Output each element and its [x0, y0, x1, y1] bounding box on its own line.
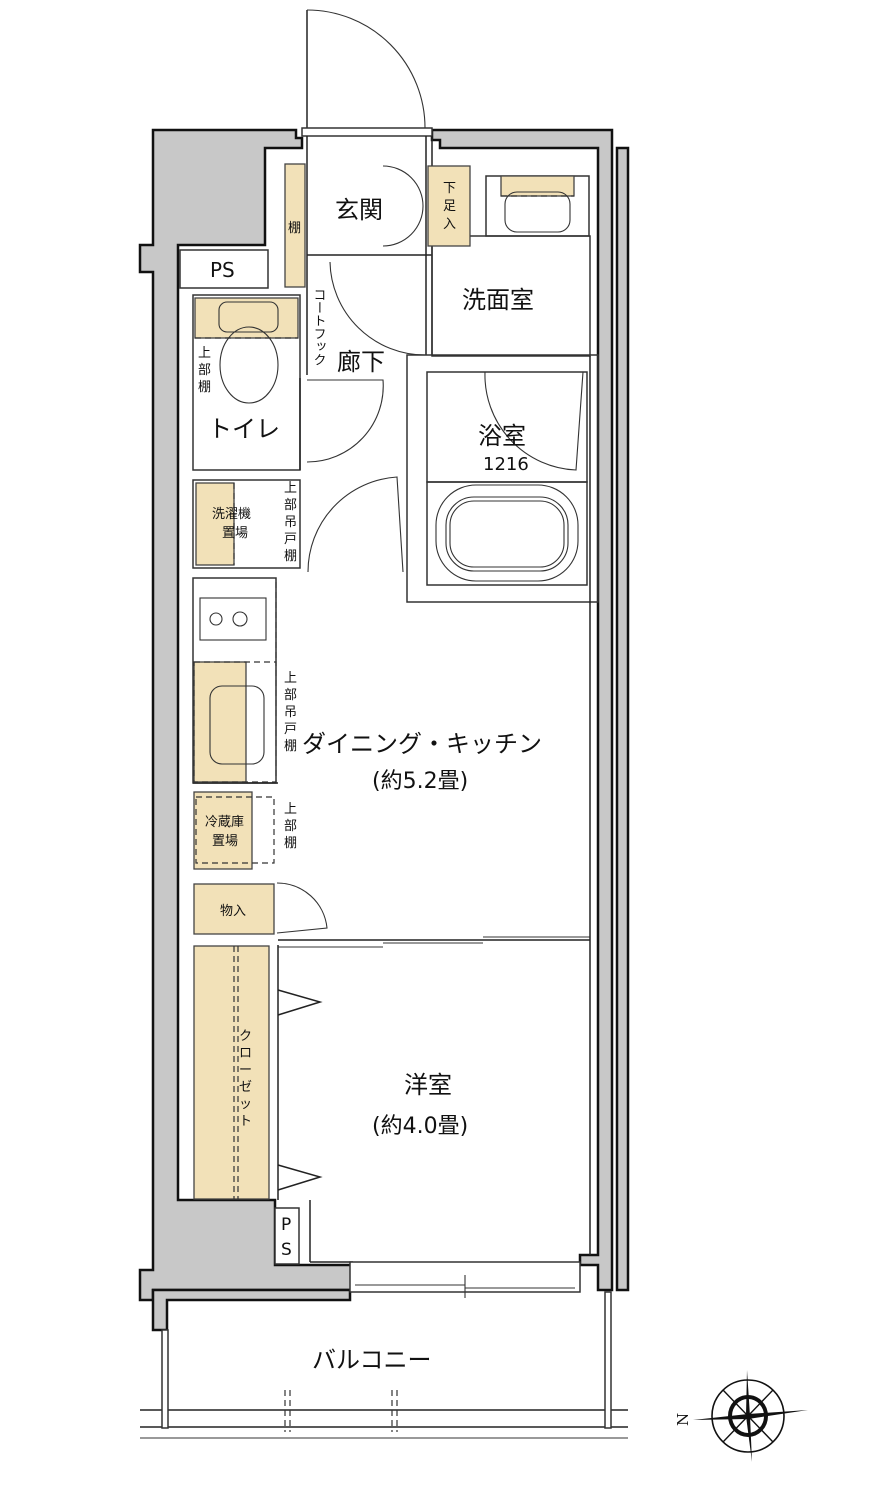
svg-text:ク: ク — [239, 1029, 252, 1044]
label-bath-size: 1216 — [483, 454, 529, 475]
ps-top-box — [179, 249, 269, 289]
label-storage: 物入 — [220, 904, 246, 919]
label-washer-shelf: 上 部 吊 戸 棚 — [284, 481, 297, 564]
balcony-window[interactable] — [349, 1261, 581, 1298]
label-toilet-shelf-1: 上 — [198, 346, 211, 361]
label-tana: 棚 — [288, 221, 301, 236]
svg-text:棚: 棚 — [284, 836, 297, 851]
balcony — [140, 1291, 628, 1439]
svg-text:戸: 戸 — [284, 532, 297, 547]
label-getabako-2: 足 — [443, 199, 456, 214]
svg-text:吊: 吊 — [284, 515, 297, 530]
label-senmenshitsu: 洗面室 — [462, 286, 534, 314]
label-fridge-1: 冷蔵庫 — [205, 815, 244, 830]
label-closet: ク ロ ー ゼ ッ ト — [239, 1029, 252, 1129]
label-toilet-shelf-2: 部 — [198, 363, 211, 378]
svg-text:ー: ー — [239, 1063, 252, 1078]
label-ps-bottom-p: P — [281, 1215, 291, 1235]
compass-icon: N — [674, 1370, 808, 1462]
label-fridge-shelf: 上 部 棚 — [284, 802, 297, 851]
label-getabako-3: 入 — [443, 217, 456, 232]
svg-text:棚: 棚 — [284, 739, 297, 754]
storage-fixtures — [193, 163, 575, 1200]
front-door[interactable] — [301, 9, 433, 137]
label-getabako-1: 下 — [443, 181, 456, 196]
label-coat-hook: コートフック — [311, 288, 326, 366]
interior-doors[interactable] — [276, 165, 584, 934]
svg-text:棚: 棚 — [284, 549, 297, 564]
svg-text:部: 部 — [284, 498, 297, 513]
label-dk-size: (約5.2畳) — [372, 769, 468, 794]
dashed-overhead-marks — [193, 195, 574, 1199]
svg-text:上: 上 — [284, 802, 297, 817]
label-fridge-2: 置場 — [212, 834, 238, 849]
svg-text:N: N — [674, 1413, 692, 1426]
label-washer-2: 置場 — [222, 526, 248, 541]
closet-doors[interactable] — [277, 989, 323, 1191]
label-yokushitsu: 浴室 — [478, 422, 526, 450]
svg-text:ゼ: ゼ — [239, 1080, 252, 1095]
label-ps-bottom-s: S — [281, 1240, 292, 1260]
label-washer-1: 洗濯機 — [212, 507, 251, 522]
svg-text:吊: 吊 — [284, 705, 297, 720]
label-rouka: 廊下 — [337, 348, 385, 376]
svg-text:上: 上 — [284, 671, 297, 686]
label-genkan: 玄関 — [335, 196, 383, 224]
svg-text:ッ: ッ — [239, 1097, 252, 1112]
svg-text:ト: ト — [239, 1114, 252, 1129]
appliances — [199, 191, 579, 765]
svg-text:上: 上 — [284, 481, 297, 496]
label-dk: ダイニング・キッチン — [302, 730, 542, 758]
label-yoshitsu-size: (約4.0畳) — [372, 1114, 468, 1139]
label-balcony: バルコニー — [312, 1346, 432, 1374]
label-yoshitsu: 洋室 — [404, 1071, 452, 1099]
svg-text:部: 部 — [284, 688, 297, 703]
svg-text:戸: 戸 — [284, 722, 297, 737]
ps-bottom-box — [274, 1207, 300, 1265]
svg-text:ロ: ロ — [239, 1046, 252, 1061]
label-toilet-shelf-3: 棚 — [198, 380, 211, 395]
label-kitchen-shelf: 上 部 吊 戸 棚 — [284, 671, 297, 754]
label-toilet: トイレ — [208, 415, 280, 443]
label-ps-top: PS — [210, 258, 235, 282]
svg-text:部: 部 — [284, 819, 297, 834]
